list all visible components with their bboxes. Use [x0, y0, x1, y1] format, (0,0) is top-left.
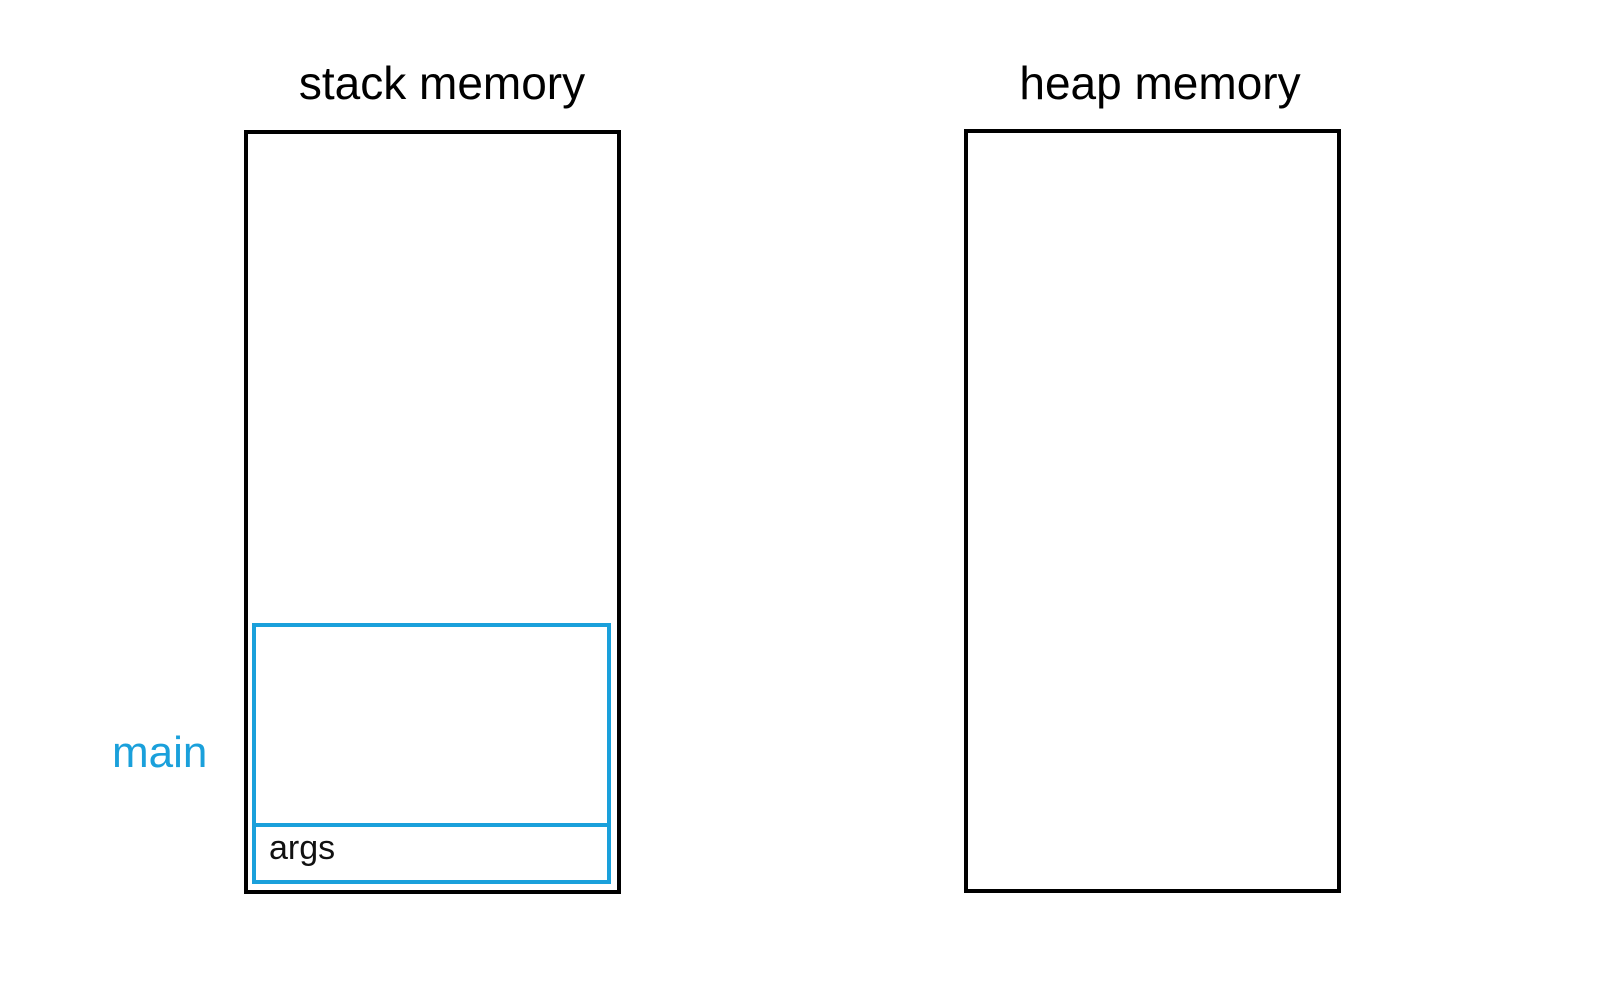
heap-memory-title: heap memory: [1019, 57, 1301, 109]
args-variable-label: args: [269, 829, 336, 867]
stack-memory-title: stack memory: [298, 57, 586, 109]
main-frame-label: main: [112, 728, 208, 777]
heap-memory-box: [964, 129, 1341, 893]
main-stack-frame: [252, 623, 611, 884]
stack-memory-box: [244, 130, 621, 894]
args-slot-divider: [252, 823, 611, 827]
